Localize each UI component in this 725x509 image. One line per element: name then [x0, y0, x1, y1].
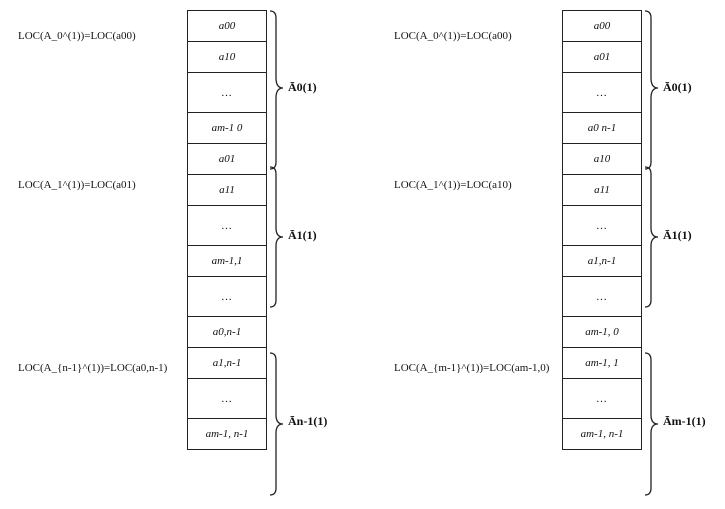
memory-cell-ellipsis: …: [563, 206, 641, 246]
curly-brace-icon: [644, 352, 659, 496]
memory-cell-ellipsis: …: [188, 73, 266, 113]
loc-label-0: LOC(A_0^(1))=LOC(a00): [18, 30, 136, 42]
loc-label-1: LOC(A_1^(1))=LOC(a10): [394, 179, 512, 191]
curly-brace-icon: [269, 10, 284, 170]
submatrix-label-0: Ā0(1): [663, 80, 692, 94]
memory-cell-ellipsis: …: [188, 206, 266, 246]
memory-cell-ellipsis: …: [188, 379, 266, 419]
loc-label-0: LOC(A_0^(1))=LOC(a00): [394, 30, 512, 42]
loc-label-1: LOC(A_1^(1))=LOC(a01): [18, 179, 136, 191]
memory-cell: am-1, n-1: [188, 419, 266, 450]
memory-cell-ellipsis: …: [563, 379, 641, 419]
memory-cell: a11: [188, 175, 266, 206]
memory-cell: am-1 0: [188, 113, 266, 144]
curly-brace-icon: [644, 166, 659, 308]
submatrix-label-0: Ā0(1): [288, 80, 317, 94]
left-panel: LOC(A_0^(1))=LOC(a00) LOC(A_1^(1))=LOC(a…: [0, 0, 362, 509]
memory-cell: a1,n-1: [188, 348, 266, 379]
memory-cell: am-1, 0: [563, 317, 641, 348]
memory-cell: a01: [188, 144, 266, 175]
memory-column: a00 a10 … am-1 0 a01 a11 … am-1,1 … a0,n…: [187, 10, 267, 450]
curly-brace-icon: [644, 10, 659, 170]
memory-cell: a01: [563, 42, 641, 73]
memory-column: a00 a01 … a0 n-1 a10 a11 … a1,n-1 … am-1…: [562, 10, 642, 450]
submatrix-label-1: Ā1(1): [288, 228, 317, 242]
memory-cell: a00: [188, 11, 266, 42]
memory-cell: a10: [563, 144, 641, 175]
memory-cell: a10: [188, 42, 266, 73]
submatrix-label-2: Ān-1(1): [288, 414, 328, 428]
memory-cell-ellipsis: …: [563, 73, 641, 113]
loc-label-2: LOC(A_{n-1}^(1))=LOC(a0,n-1): [18, 362, 168, 374]
memory-cell: a0 n-1: [563, 113, 641, 144]
memory-cell-ellipsis: …: [188, 277, 266, 317]
memory-cell: a0,n-1: [188, 317, 266, 348]
submatrix-label-2: Ām-1(1): [663, 414, 706, 428]
memory-cell: a1,n-1: [563, 246, 641, 277]
memory-cell: am-1,1: [188, 246, 266, 277]
memory-cell: am-1, n-1: [563, 419, 641, 450]
curly-brace-icon: [269, 166, 284, 308]
memory-cell: a00: [563, 11, 641, 42]
memory-cell: am-1, 1: [563, 348, 641, 379]
right-panel: LOC(A_0^(1))=LOC(a00) LOC(A_1^(1))=LOC(a…: [372, 0, 725, 509]
curly-brace-icon: [269, 352, 284, 496]
submatrix-label-1: Ā1(1): [663, 228, 692, 242]
memory-cell-ellipsis: …: [563, 277, 641, 317]
loc-label-2: LOC(A_{m-1}^(1))=LOC(am-1,0): [394, 362, 550, 374]
memory-cell: a11: [563, 175, 641, 206]
